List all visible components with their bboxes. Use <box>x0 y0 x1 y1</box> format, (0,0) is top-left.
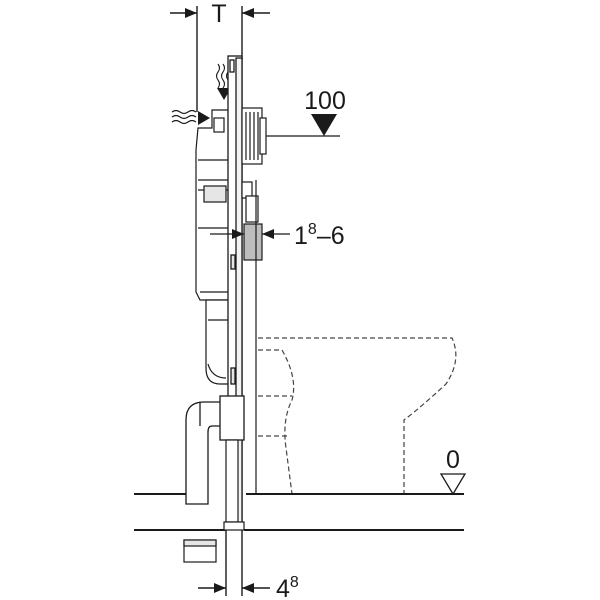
panel-range-sup: 8 <box>308 221 317 238</box>
offset-main: 4 <box>276 575 290 600</box>
panel-range-tail: –6 <box>317 222 345 250</box>
floor-drain <box>183 539 217 563</box>
upper-level-triangle <box>311 114 337 136</box>
water-supply-symbol <box>171 109 197 125</box>
inlet-arrow-right <box>198 111 210 125</box>
wall-cladding <box>241 180 263 494</box>
panel-range-main: 1 <box>294 222 308 250</box>
dimension-arrow-right <box>242 8 254 18</box>
depth-label: T <box>211 0 226 28</box>
panel-range-label: 18–6 <box>294 221 345 250</box>
panel-arrow-left <box>232 229 244 239</box>
floor-level-label: 0 <box>446 446 460 474</box>
offset-label: 48 <box>276 574 299 600</box>
upper-level-label: 100 <box>304 87 346 115</box>
offset-sup: 8 <box>290 574 299 591</box>
flush-plate <box>241 107 267 165</box>
floor-level-triangle <box>439 473 467 496</box>
frame-foot <box>223 439 245 531</box>
wc-bowl <box>258 337 457 495</box>
offset-arrow-right <box>242 583 254 593</box>
dimension-arrow-left <box>185 8 197 18</box>
offset-arrow-left <box>214 583 226 593</box>
floor-lines <box>134 493 464 531</box>
drain-pipe <box>185 395 245 505</box>
